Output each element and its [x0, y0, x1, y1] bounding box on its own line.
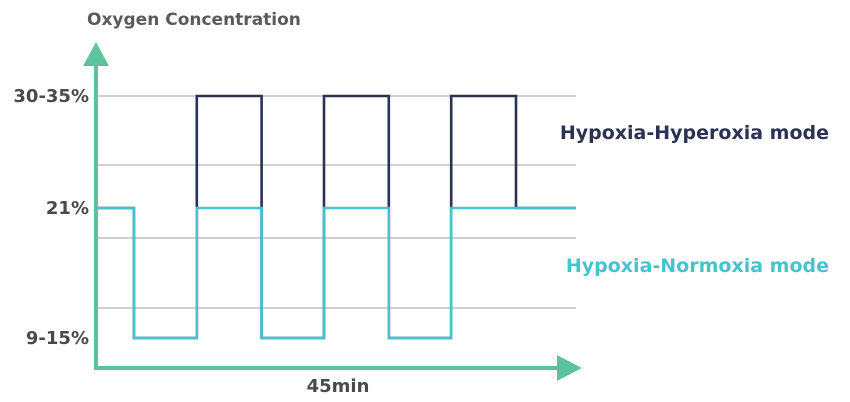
y-axis-arrow [83, 42, 109, 66]
grid-lines [96, 95, 576, 309]
y-tick-labels: 30-35% 21% 9-15% [13, 86, 89, 349]
series-line-0 [96, 94, 576, 340]
y-tick-2: 9-15% [26, 328, 89, 349]
x-axis-title: 45min [307, 376, 370, 397]
x-axis-arrow [557, 355, 582, 381]
y-tick-0: 30-35% [13, 86, 89, 107]
legend-hypoxia-normoxia: Hypoxia-Normoxia mode [566, 255, 829, 277]
y-axis-title: Oxygen Concentration [87, 10, 301, 30]
legend-hypoxia-hyperoxia: Hypoxia-Hyperoxia mode [560, 122, 829, 144]
series-lines [96, 94, 576, 340]
axes [83, 42, 582, 381]
y-tick-1: 21% [46, 198, 89, 219]
series-line-1 [96, 206, 576, 340]
